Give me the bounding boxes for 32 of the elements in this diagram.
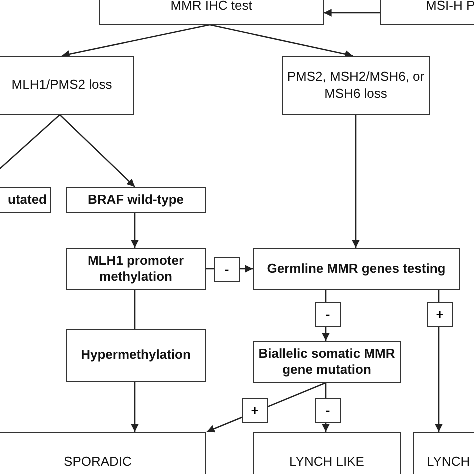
process-box [66,329,206,382]
box-label: MLH1/PMS2 loss [10,77,114,94]
box-label: SPORADIC [63,454,133,470]
box-label: LYNCH LIKE [288,454,366,470]
arrow [131,213,139,248]
process-box [0,56,134,115]
box-label: BRAF wild-type [86,192,186,208]
process-box [66,248,206,290]
arrow [210,24,354,58]
edge-label: + [242,398,268,423]
box-label: LYNCH [426,454,472,470]
arrow [352,115,360,248]
box-label: MMR IHC test [170,0,254,15]
box-label: utated [7,192,48,208]
box-label: MLH1 promoter methylation [86,252,186,286]
box-label: Germline MMR genes testing [266,260,447,278]
process-box [253,248,460,290]
arrow [131,382,139,432]
process-box [253,432,401,474]
edge-label: - [315,302,341,327]
edge-label: - [315,398,341,423]
edge-label: + [427,302,453,327]
box-label: Biallelic somatic MMR gene mutation [258,346,396,378]
box-label: Hypermethylation [80,347,192,364]
box-label: MSI-H P [425,0,474,15]
box-label: PMS2, MSH2/MSH6, or MSH6 loss [286,69,426,102]
process-box [282,56,430,115]
arrow [62,24,210,58]
edge-label: - [214,257,240,282]
arrow [324,9,380,17]
process-box [66,187,206,213]
arrow [60,114,136,188]
